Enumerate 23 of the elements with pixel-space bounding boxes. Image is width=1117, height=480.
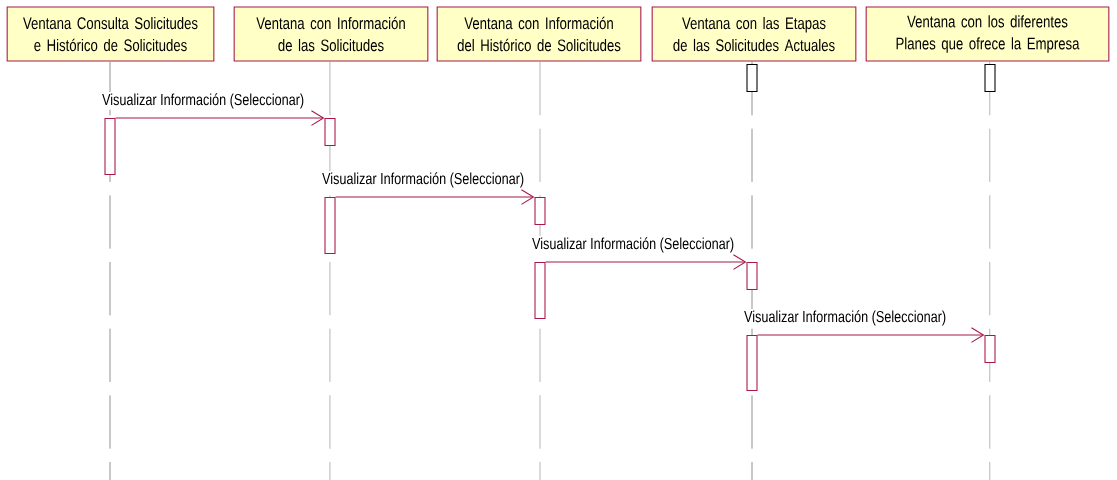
activation-bar [746,335,758,392]
lifeline-header: Ventana Consulta Solicitudes e Histórico de Solicitudes [6,6,215,62]
activation-bar [984,335,996,364]
activation-bar [534,262,546,320]
lifeline-header: Ventana con las Etapas de las Solicitudes Actuales [651,6,857,62]
lifeline-header: Ventana con los diferentes Planes que ofrece la Empresa [865,6,1110,62]
activation-bar [324,118,336,147]
activation-bar [324,197,336,255]
message-arrow [335,189,535,205]
activation-bar [746,262,758,291]
activation-bar [104,118,116,176]
message-label: Visualizar Información (Seleccionar) [320,171,526,189]
activation-bar [534,197,546,226]
activation-bar [984,64,996,93]
message-arrow [115,110,325,126]
message-label: Visualizar Información (Seleccionar) [100,92,306,110]
activation-bar [746,64,758,93]
message-arrow [757,327,985,343]
message-label: Visualizar Información (Seleccionar) [742,309,948,327]
lifeline-header: Ventana con Información de las Solicitudes [233,6,429,62]
lifeline-header: Ventana con Información del Histórico de Solicitudes [436,6,642,62]
message-label: Visualizar Información (Seleccionar) [530,236,736,254]
message-arrow [545,254,747,270]
